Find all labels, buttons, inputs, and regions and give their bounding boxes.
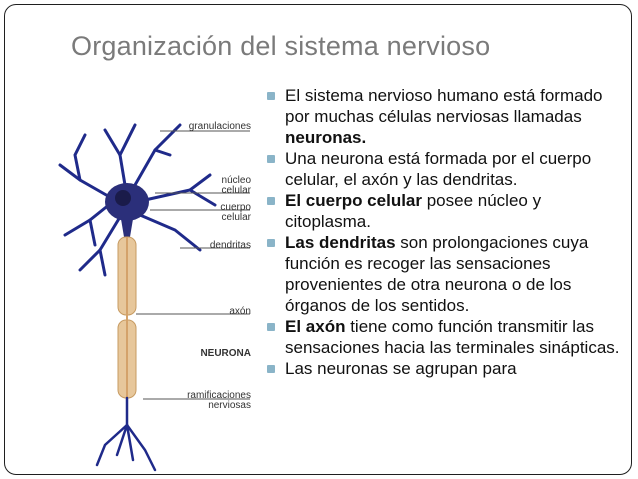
label-ramificaciones-2: nerviosas <box>208 400 251 411</box>
label-granulaciones: granulaciones <box>188 121 251 132</box>
bullet-marker-icon <box>267 155 275 163</box>
bullet-2: Una neurona está formada por el cuerpo c… <box>267 148 627 190</box>
bullet-marker-icon <box>267 197 275 205</box>
bullet-text-post: posee núcleo y citoplasma. <box>285 191 542 231</box>
bullet-text-post: son prolongaciones cuya función es recog… <box>285 233 589 315</box>
bullet-bold: Las dendritas <box>285 233 396 252</box>
bullet-4: Las dendritas son prolongaciones cuya fu… <box>267 232 627 316</box>
slide-title: Organización del sistema nervioso <box>71 31 491 61</box>
bullet-6: Las neuronas se agrupan para <box>267 358 627 379</box>
bullet-bold: El cuerpo celular <box>285 191 422 210</box>
bullet-text: Las neuronas se agrupan para <box>285 359 517 378</box>
bullet-bold: neuronas. <box>285 128 367 147</box>
bullet-text: El sistema nervioso humano está formado … <box>285 86 603 126</box>
bullet-text-post: tiene como función transmitir las sensac… <box>285 317 620 357</box>
bullet-5: El axón tiene como función transmitir la… <box>267 316 627 358</box>
label-neurona: NEURONA <box>200 348 251 359</box>
label-axon: axón <box>229 306 251 317</box>
label-nucleo-1: núcleo <box>221 175 251 186</box>
bullet-marker-icon <box>267 239 275 247</box>
label-dendritas: dendritas <box>209 240 251 251</box>
label-cuerpo-2: celular <box>221 212 251 223</box>
bullet-bold: El axón <box>285 317 346 336</box>
bullet-text: Una neurona está formada por el cuerpo c… <box>285 149 592 189</box>
neuron-illustration <box>58 123 250 472</box>
label-ramificaciones-1: ramificaciones <box>187 390 251 401</box>
bullet-list: El sistema nervioso humano está formado … <box>267 85 627 379</box>
bullet-marker-icon <box>267 365 275 373</box>
bullet-3: El cuerpo celular posee núcleo y citopla… <box>267 190 627 232</box>
label-cuerpo-1: cuerpo <box>220 202 251 213</box>
bullet-marker-icon <box>267 323 275 331</box>
label-nucleo-2: celular <box>221 185 251 196</box>
bullet-marker-icon <box>267 92 275 100</box>
slide: Organización del sistema nervioso <box>4 4 632 475</box>
bullet-1: El sistema nervioso humano está formado … <box>267 85 627 148</box>
